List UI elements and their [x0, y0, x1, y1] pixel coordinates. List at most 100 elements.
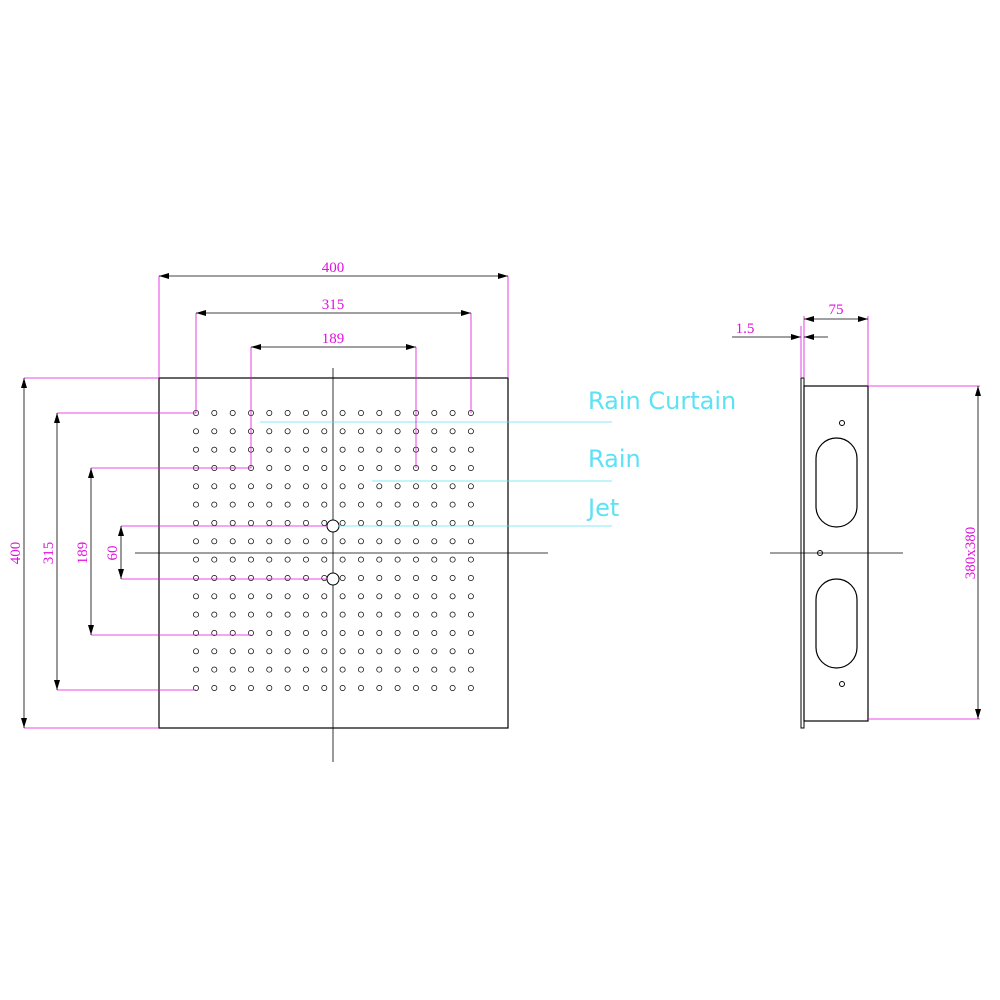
nozzle-dot [266, 611, 273, 618]
nozzle-dot [467, 611, 474, 618]
dim-height-rain-curtain: 315 [41, 542, 57, 565]
dimension-size-380: 380x380 [868, 385, 981, 720]
nozzle-dot [339, 446, 346, 453]
nozzle-dot [211, 666, 218, 673]
nozzle-dot [303, 446, 309, 453]
nozzle-dot [358, 575, 364, 581]
dimension-height-189: 189 [75, 467, 251, 636]
dim-depth: 75 [829, 302, 844, 318]
nozzle-dot [321, 575, 328, 581]
nozzle-dot [394, 428, 401, 435]
side-slot-lower [815, 578, 858, 669]
nozzle-dot [303, 556, 309, 563]
nozzle-dot [193, 575, 199, 581]
nozzle-dot [321, 446, 328, 453]
dim-plate-thickness: 1.5 [736, 321, 755, 337]
nozzle-dot [394, 520, 401, 526]
nozzle-dot [467, 538, 474, 545]
nozzle-dot [394, 611, 401, 618]
nozzle-dot [284, 556, 291, 563]
nozzle-dot [248, 556, 254, 563]
nozzle-dot [284, 428, 291, 435]
nozzle-dot [394, 630, 401, 636]
nozzle-dot [431, 483, 438, 490]
nozzle-dot [321, 611, 328, 618]
nozzle-dot [394, 556, 401, 563]
nozzle-dot [339, 556, 346, 563]
nozzle-dot [229, 501, 236, 508]
nozzle-dot [449, 666, 456, 673]
nozzle-dot [431, 685, 438, 691]
nozzle-dot [394, 648, 401, 655]
nozzle-dot [376, 465, 383, 471]
nozzle-dot [266, 538, 273, 545]
nozzle-dot [321, 648, 328, 655]
nozzle-dot [284, 465, 291, 471]
nozzle-dot [193, 648, 199, 655]
nozzle-dot [449, 428, 456, 435]
nozzle-dot [339, 483, 346, 490]
nozzle-dot [376, 446, 383, 453]
nozzle-dot [431, 630, 438, 636]
nozzle-dot [229, 630, 236, 636]
nozzle-dot [358, 685, 364, 691]
nozzle-dot [376, 630, 383, 636]
nozzle-dot [339, 575, 346, 581]
front-view: Rain Curtain Rain Jet 400 315 189 400 [8, 260, 736, 762]
nozzle-dot [358, 428, 364, 435]
nozzle-dot [339, 501, 346, 508]
nozzle-dot [449, 501, 456, 508]
side-view: 75 1.5 380x380 [732, 302, 981, 729]
nozzle-dot [339, 410, 346, 416]
nozzle-dot [284, 611, 291, 618]
nozzle-dot [321, 685, 328, 691]
nozzle-dot [413, 611, 419, 618]
nozzle-dot [449, 446, 456, 453]
nozzle-dot [284, 575, 291, 581]
nozzle-dot [413, 538, 419, 545]
nozzle-dot [449, 465, 456, 471]
nozzle-dot [211, 538, 218, 545]
nozzle-dot [467, 666, 474, 673]
nozzle-dot [193, 556, 199, 563]
nozzle-dot [413, 666, 419, 673]
nozzle-dot [303, 465, 309, 471]
nozzle-dot [376, 556, 383, 563]
nozzle-dot [266, 648, 273, 655]
nozzle-dot [211, 685, 218, 691]
nozzle-dot [211, 446, 218, 453]
nozzle-dot [303, 611, 309, 618]
nozzle-dot [248, 666, 254, 673]
nozzle-dot [376, 666, 383, 673]
nozzle-dot [449, 630, 456, 636]
nozzle-dot [193, 611, 199, 618]
nozzle-dot [394, 483, 401, 490]
nozzle-dot [431, 556, 438, 563]
legend-jet: Jet [586, 494, 619, 522]
dim-height-jet: 60 [105, 546, 121, 561]
nozzle-dot [358, 648, 364, 655]
jet-nozzle-upper [326, 519, 340, 533]
nozzle-dot [303, 575, 309, 581]
nozzle-dot [229, 446, 236, 453]
dim-width-rain: 189 [322, 331, 345, 347]
nozzle-grid [193, 410, 474, 691]
nozzle-dot [321, 556, 328, 563]
nozzle-dot [211, 428, 218, 435]
nozzle-dot [358, 538, 364, 545]
nozzle-dot [431, 410, 438, 416]
nozzle-dot [284, 630, 291, 636]
dimension-depth-75: 75 [803, 302, 869, 386]
nozzle-dot [284, 593, 291, 600]
nozzle-dot [211, 648, 218, 655]
nozzle-dot [211, 501, 218, 508]
nozzle-dot [467, 685, 474, 691]
nozzle-dot [376, 575, 383, 581]
nozzle-dot [394, 575, 401, 581]
nozzle-dot [303, 538, 309, 545]
side-slot-upper [815, 437, 858, 528]
nozzle-dot [229, 666, 236, 673]
nozzle-dot [211, 611, 218, 618]
nozzle-dot [248, 538, 254, 545]
nozzle-dot [229, 611, 236, 618]
